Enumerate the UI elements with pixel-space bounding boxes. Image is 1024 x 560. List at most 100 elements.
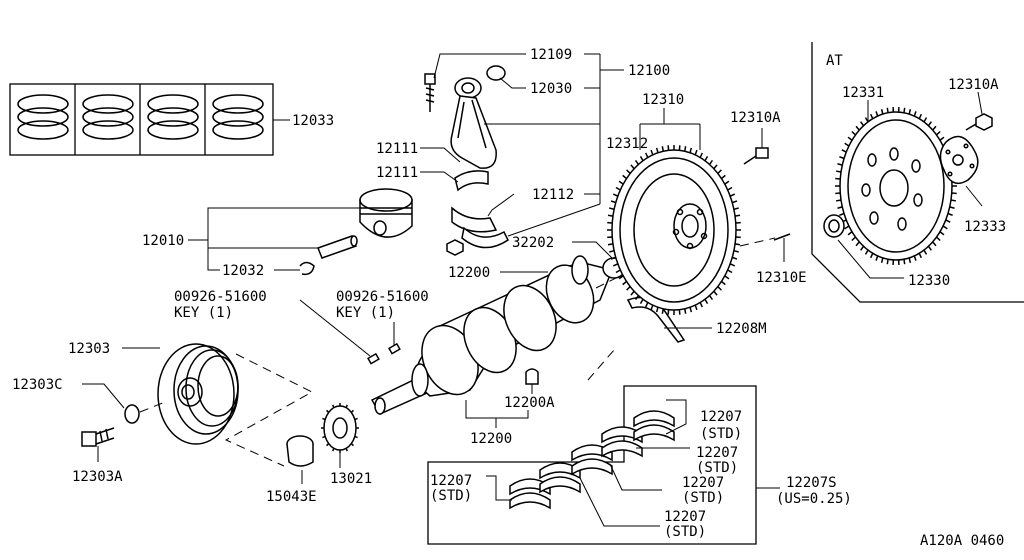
label-12303: 12303: [68, 341, 110, 357]
label-at-12331: 12331: [842, 85, 884, 101]
connecting-rod: [450, 77, 497, 169]
flywheel-tooth: [724, 180, 730, 185]
sprocket-tooth: [332, 404, 335, 408]
crankshaft-plug: [525, 368, 539, 385]
sprocket-tooth: [326, 443, 330, 447]
label-12207-e: 12207: [430, 473, 472, 489]
drive-plate: [835, 107, 957, 265]
drive-plate-tooth: [908, 257, 912, 263]
drive-plate-tooth: [913, 111, 917, 117]
sprocket-tooth: [350, 409, 354, 413]
main-bearing-shell: [571, 458, 613, 476]
main-bearing-shell: [601, 426, 643, 444]
dashed-guide-bearing: [587, 349, 615, 381]
label-key-2-number: 00926-51600: [336, 289, 429, 305]
reinforcement-plate: [939, 135, 979, 185]
flywheel-tooth: [639, 156, 644, 162]
flywheel-tooth: [732, 256, 738, 260]
ring-set-3: [147, 94, 199, 140]
crank-keys: [367, 342, 401, 365]
flywheel-tooth: [708, 295, 714, 301]
flywheel-tooth: [724, 275, 730, 280]
main-bearing-shell: [633, 424, 675, 442]
main-bearing-shell: [509, 492, 551, 510]
dashed-axis-crank: [595, 275, 621, 289]
drive-plate-tooth: [875, 111, 879, 117]
pulley-bolt: [81, 427, 115, 447]
flywheel-tooth: [733, 207, 739, 211]
drive-plate-tooth: [945, 219, 951, 223]
sprocket-tooth: [322, 435, 326, 439]
drive-plate-tooth: [923, 249, 928, 255]
flywheel-tooth: [615, 269, 621, 274]
pilot-converter: [823, 214, 845, 238]
flywheel-tooth: [630, 290, 635, 296]
flywheel-tooth: [622, 174, 627, 180]
crank-sprocket: [321, 403, 359, 453]
drive-plate-tooth: [886, 107, 889, 113]
drive-plate-ring-gear-teeth: [835, 107, 957, 265]
ring-set-2: [82, 94, 134, 140]
label-at-12333: 12333: [964, 219, 1006, 235]
sprocket-tooth: [354, 417, 358, 421]
piston: [359, 188, 413, 238]
sprocket-tooth: [322, 417, 326, 421]
drive-plate-tooth: [903, 259, 906, 265]
flywheel-tooth: [612, 193, 619, 197]
drive-plate-tooth: [936, 130, 941, 136]
dashed-axis-pulley: [139, 401, 166, 413]
flywheel-tooth: [645, 302, 649, 308]
label-12111-lower: 12111: [376, 165, 418, 181]
label-key-1-qty: KEY (1): [174, 305, 233, 321]
sprocket-tooth: [332, 448, 335, 452]
flywheel-tooth: [734, 214, 741, 217]
flywheel-tooth: [626, 169, 631, 174]
flywheel-tooth: [615, 186, 621, 191]
label-12112: 12112: [532, 187, 574, 203]
label-12109: 12109: [530, 47, 572, 63]
label-12207S: 12207S: [786, 475, 837, 491]
sprocket-tooth: [326, 409, 330, 413]
drive-plate-tooth: [844, 142, 850, 147]
rod-bearing-lower: [451, 206, 498, 233]
flywheel-tooth: [694, 149, 698, 156]
drive-plate-tooth: [932, 241, 937, 247]
dashed-guide-left: [224, 353, 314, 467]
flywheel-tooth: [717, 286, 722, 291]
label-at-12330: 12330: [908, 273, 950, 289]
drive-plate-tooth: [880, 257, 884, 263]
flywheel-tooth: [699, 152, 703, 158]
flywheel-tooth: [684, 308, 687, 314]
flywheel-tooth: [708, 159, 714, 165]
flywheel-tooth: [713, 164, 718, 170]
sprocket-tooth: [354, 435, 358, 439]
reference-code: A120A 0460: [920, 533, 1004, 549]
label-12303A: 12303A: [72, 469, 123, 485]
drive-plate-tooth: [932, 125, 937, 131]
drive-plate-tooth: [851, 130, 856, 136]
label-12207-d: 12207: [664, 509, 706, 525]
main-bearing-set: [427, 385, 757, 545]
main-bearing-shell: [509, 478, 551, 496]
drive-plate-tooth: [839, 212, 845, 217]
flywheel-tooth: [645, 152, 649, 158]
flywheel-tooth: [727, 269, 733, 274]
rod-cap: [461, 226, 509, 249]
crank-pulley: [157, 343, 239, 445]
drive-plate-tooth: [947, 212, 953, 217]
flywheel-tooth: [612, 263, 619, 267]
ring-set-1: [17, 94, 69, 140]
drive-plate-tooth: [880, 109, 884, 115]
dashed-axis-flywheel: [739, 237, 776, 247]
flywheel-tooth: [622, 280, 627, 286]
drive-plate-tooth: [936, 236, 941, 242]
label-12030: 12030: [530, 81, 572, 97]
rod-nut: [446, 239, 464, 256]
flywheel-tooth: [650, 149, 654, 156]
flywheel-tooth: [689, 307, 693, 313]
drive-plate-tooth: [908, 109, 912, 115]
flywheel-dowel: [773, 233, 791, 241]
drive-plate-tooth: [942, 225, 948, 230]
label-12310: 12310: [642, 92, 684, 108]
drive-plate-tooth: [841, 149, 847, 153]
